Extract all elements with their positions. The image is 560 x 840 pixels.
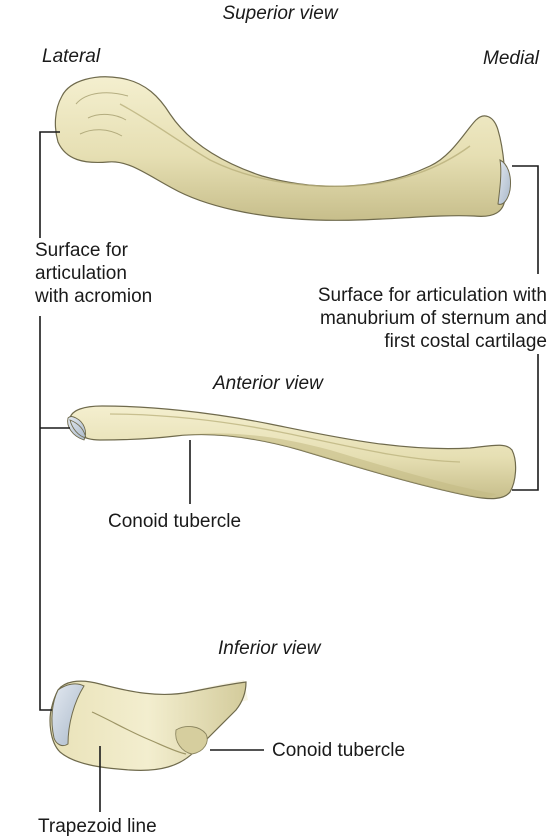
conoid-tubercle-inferior-label: Conoid tubercle [272, 740, 406, 761]
leader-acromion-superior [39, 131, 60, 238]
acromion-label-line-1: Surface for [35, 240, 128, 261]
trapezoid-line-label: Trapezoid line [38, 816, 157, 837]
anterior-view-title: Anterior view [213, 373, 323, 394]
acromion-label: Surface for articulation with acromion [35, 239, 152, 308]
clavicle-inferior-view [49, 680, 248, 771]
clavicle-superior-view [54, 76, 511, 221]
sternum-label-line-2: manubrium of sternum and [319, 308, 547, 329]
inferior-view-title: Inferior view [218, 638, 321, 659]
leader-acromion-main [39, 316, 52, 711]
acromion-label-line-2: articulation [35, 263, 127, 284]
leader-lines [39, 131, 539, 812]
leader-sternum-superior [512, 165, 539, 274]
superior-view-title: Superior view [222, 3, 338, 24]
clavicle-anterior-ridge [109, 413, 461, 463]
sternum-label-line-1: Surface for articulation with [317, 285, 547, 306]
clavicle-anterior-view [67, 405, 517, 500]
clavicle-anterior-underside-shade [176, 433, 496, 498]
medial-label: Medial [483, 48, 539, 69]
acromion-label-line-3: with acromion [35, 286, 153, 307]
clavicle-superior-lateral-detail [75, 92, 129, 137]
sternal-articular-surface-superior [497, 159, 511, 205]
sternum-label: Surface for articulation with manubrium … [318, 284, 547, 353]
acromial-articular-surface-inferior [51, 683, 85, 747]
acromial-articular-surface-anterior [67, 416, 87, 441]
lateral-label: Lateral [42, 46, 101, 67]
conoid-tubercle-bump [175, 726, 208, 755]
clavicle-superior-ridge [119, 103, 471, 187]
sternum-label-line-3: first costal cartilage [384, 331, 547, 352]
trapezoid-line-ridge [91, 711, 187, 755]
clavicle-superior-shaft [54, 76, 506, 221]
leader-sternum-anterior [512, 354, 539, 491]
conoid-tubercle-anterior-label: Conoid tubercle [108, 511, 242, 532]
